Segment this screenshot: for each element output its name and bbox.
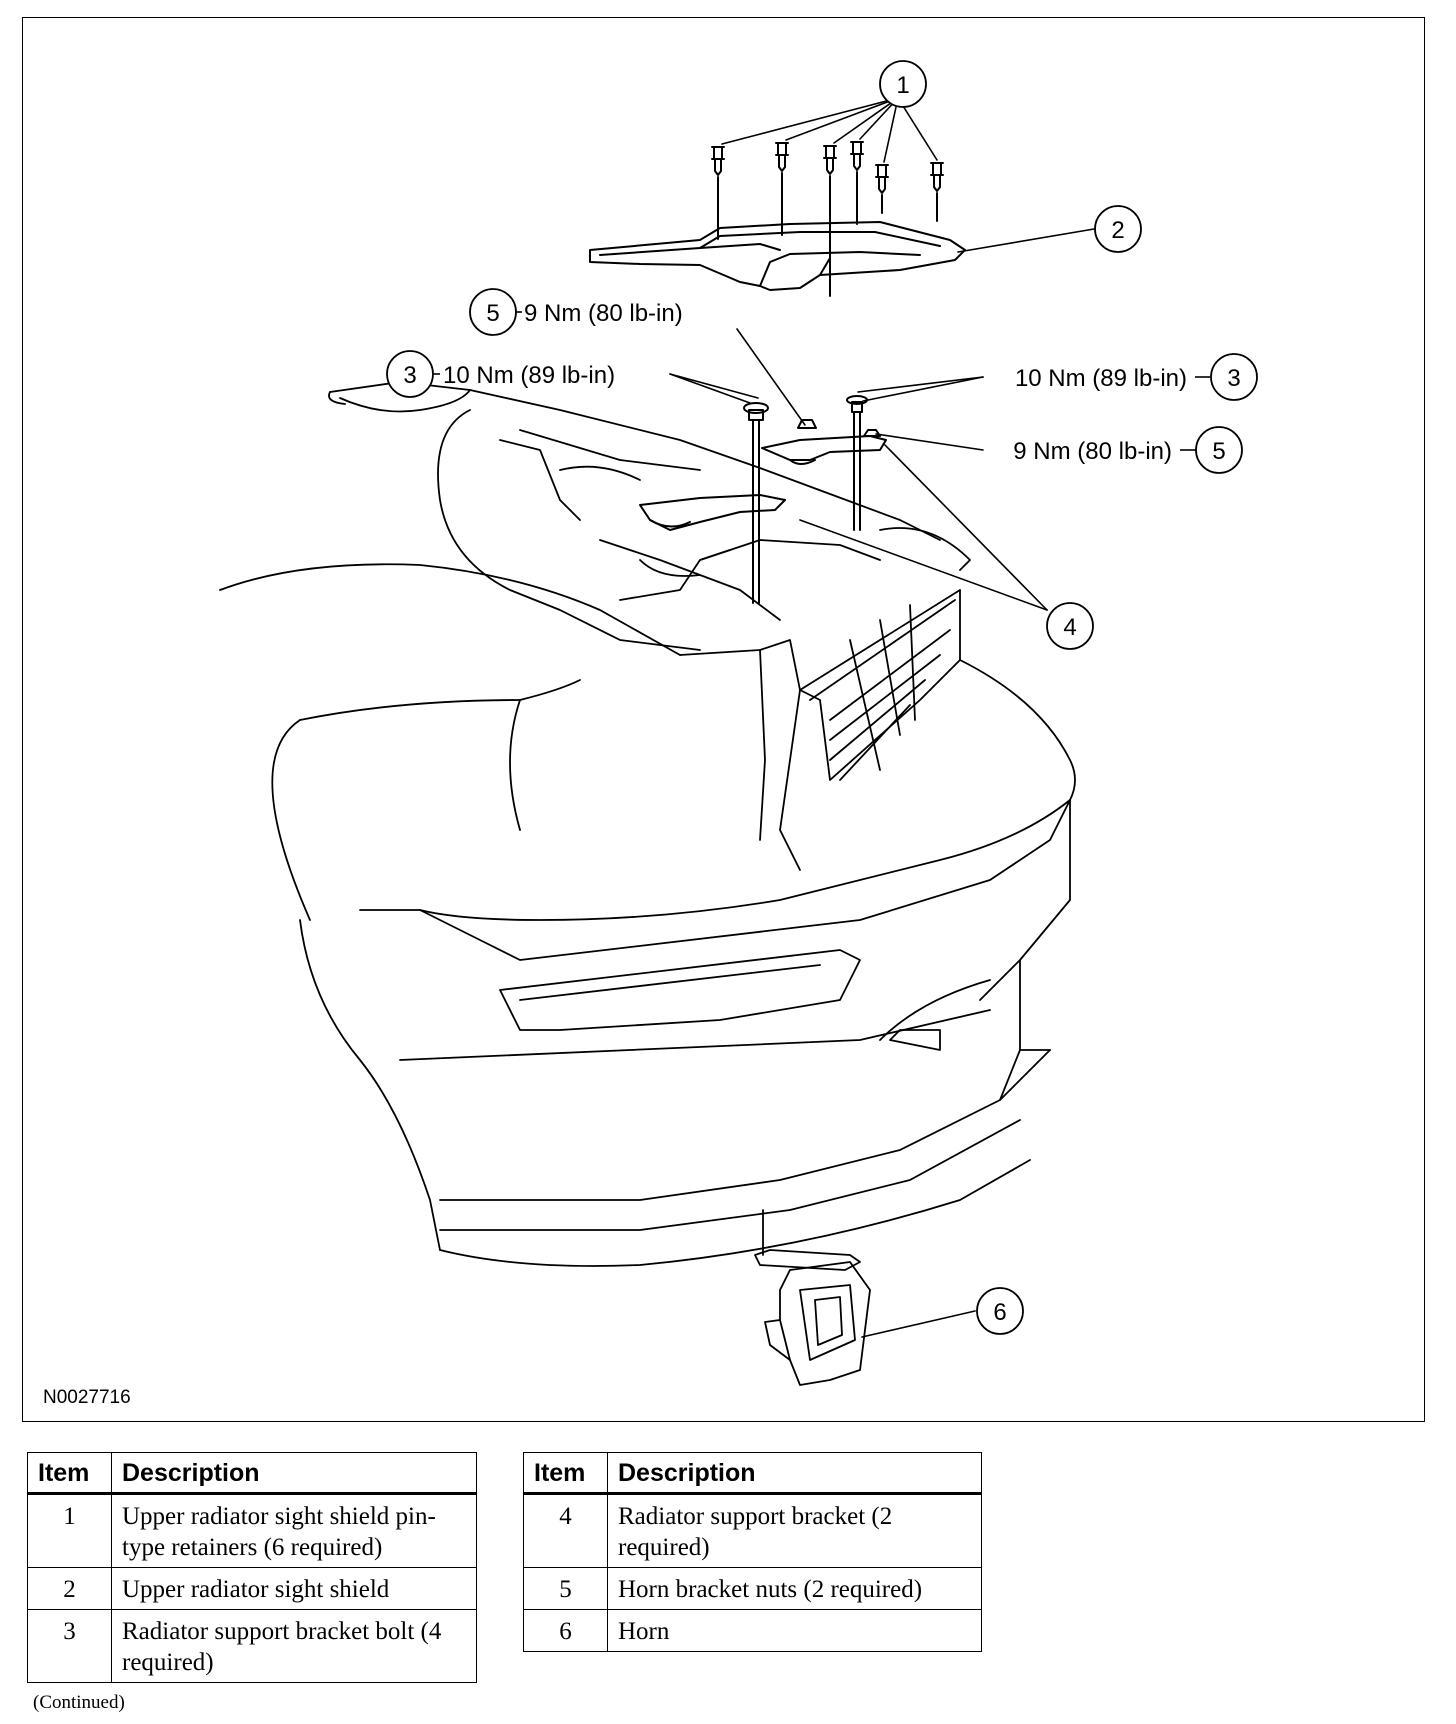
continued-note: (Continued) <box>33 1692 125 1713</box>
legend-row: 4 Radiator support bracket (2 required) <box>523 1493 982 1568</box>
svg-text:2: 2 <box>1111 217 1124 244</box>
legend-item: 4 <box>523 1493 608 1568</box>
header-description: Description <box>607 1452 982 1495</box>
legend-row: 1 Upper radiator sight shield pin-type r… <box>27 1493 477 1568</box>
torque-label-3-right: 10 Nm (89 lb-in) <box>1015 365 1187 392</box>
callout-2: 2 <box>1094 205 1142 253</box>
callout-3-left: 3 <box>386 350 434 398</box>
svg-text:3: 3 <box>403 362 416 389</box>
legend-item: 2 <box>27 1567 112 1610</box>
header-description: Description <box>111 1452 477 1495</box>
legend-description: Horn <box>607 1609 982 1652</box>
legend-row: 2 Upper radiator sight shield <box>27 1567 477 1610</box>
legend-header-row: Item Description <box>523 1452 982 1495</box>
legend-description: Horn bracket nuts (2 required) <box>607 1567 982 1610</box>
sight-shield <box>589 221 966 291</box>
legend-item: 1 <box>27 1493 112 1568</box>
exploded-view-diagram: 1 2 3 3 4 5 5 6 9 Nm (80 lb-in) 10 Nm (8… <box>219 60 1258 1386</box>
support-brackets <box>639 435 887 531</box>
callout-3-right: 3 <box>1210 353 1258 401</box>
callout-1: 1 <box>879 60 927 108</box>
leader-lines <box>669 97 1095 1338</box>
legend-description: Radiator support bracket (2 required) <box>607 1493 982 1568</box>
legend-row: 5 Horn bracket nuts (2 required) <box>523 1567 982 1610</box>
figure-frame <box>22 17 1425 1422</box>
svg-text:4: 4 <box>1063 614 1076 641</box>
legend-item: 3 <box>27 1609 112 1683</box>
header-item: Item <box>523 1452 608 1495</box>
svg-text:6: 6 <box>993 1299 1006 1326</box>
svg-text:5: 5 <box>486 300 499 327</box>
pin-retainers <box>711 141 944 297</box>
horn <box>754 1209 871 1386</box>
legend-description: Upper radiator sight shield <box>111 1567 477 1610</box>
svg-text:1: 1 <box>896 72 909 99</box>
legend-item: 6 <box>523 1609 608 1652</box>
legend-table-left: Item Description 1 Upper radiator sight … <box>27 1452 477 1683</box>
figure-id: N0027716 <box>43 1387 131 1408</box>
callout-5-left: 5 <box>469 288 517 336</box>
torque-label-5-right: 9 Nm (80 lb-in) <box>1013 438 1172 465</box>
callout-5-right: 5 <box>1195 426 1243 474</box>
header-item: Item <box>27 1452 112 1495</box>
torque-labels: 9 Nm (80 lb-in) 10 Nm (89 lb-in) 10 Nm (… <box>433 300 1210 465</box>
svg-text:3: 3 <box>1227 365 1240 392</box>
svg-text:5: 5 <box>1212 438 1225 465</box>
torque-label-3-left: 10 Nm (89 lb-in) <box>443 362 615 389</box>
callout-4: 4 <box>1046 602 1094 650</box>
legend-item: 5 <box>523 1567 608 1610</box>
torque-label-5-left: 9 Nm (80 lb-in) <box>524 300 683 327</box>
legend-row: 3 Radiator support bracket bolt (4 requi… <box>27 1609 477 1683</box>
legend-table-right: Item Description 4 Radiator support brac… <box>523 1452 982 1652</box>
legend-description: Upper radiator sight shield pin-type ret… <box>111 1493 477 1568</box>
callouts: 1 2 3 3 4 5 5 6 <box>386 60 1258 1335</box>
legend-row: 6 Horn <box>523 1609 982 1652</box>
legend-description: Radiator support bracket bolt (4 require… <box>111 1609 477 1683</box>
callout-6: 6 <box>976 1287 1024 1335</box>
bracket-nuts <box>797 419 881 437</box>
legend-header-row: Item Description <box>27 1452 477 1495</box>
